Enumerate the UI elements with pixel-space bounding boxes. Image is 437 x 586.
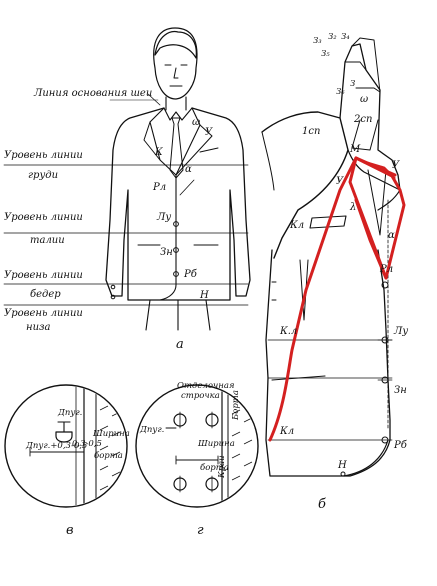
button-marks: [340, 281, 393, 477]
label-v-small: 0,3-0,5: [72, 439, 102, 449]
label-hem-level-1: Уровень линии: [4, 308, 83, 319]
mark-y-left: У: [336, 176, 344, 187]
mark-z2: З₂: [328, 32, 337, 42]
mark-1cn: 1сп: [302, 126, 320, 137]
mark-k: К: [154, 147, 163, 158]
mark-h-b: Н: [337, 460, 347, 471]
label-hem-level-2: низа: [26, 322, 50, 333]
mark-kl-top: Кл: [289, 220, 304, 231]
mark-z4: З₄: [341, 32, 350, 42]
mark-omega: ω: [192, 117, 200, 128]
figure-g-button-layout: Отделочная строчка Дпуг. Ширина борта Кр…: [135, 381, 259, 538]
label-waist-level-2: талии: [30, 235, 65, 246]
label-hip-level-2: бедер: [30, 289, 61, 300]
mark-zn: Зн: [160, 247, 173, 258]
mark-alpha: α: [185, 164, 192, 175]
mark-z6: З₆: [336, 87, 345, 97]
label-v-width-1: Ширина: [92, 429, 130, 439]
mark-m: М: [349, 144, 361, 155]
figure-a-jacket-on-body: Линия основания шеи Уровень линии груди …: [3, 27, 251, 352]
label-g-stitch-2: строчка: [181, 391, 220, 401]
mark-y-top: У: [392, 160, 400, 171]
figure-v-buttonhole-detail: Дпуг. Дпуг.+0,3-0,5 0,3-0,5 Ширина борта…: [4, 384, 130, 538]
mark-ly: Лу: [156, 212, 171, 223]
label-chest-level-2: груди: [28, 170, 58, 181]
caption-v: в: [66, 523, 74, 538]
figure-b-pattern-draft: З₃ З₂ З₄ З₅ З₆ З 1сп 2сп М У У ω λ Кл α …: [261, 32, 408, 512]
label-g-width-1: Ширина: [197, 439, 235, 449]
mark-pl: Рл: [152, 182, 166, 193]
label-hip-level-1: Уровень линии: [4, 270, 83, 281]
label-g-dpug: Дпуг.: [139, 425, 164, 435]
label-chest-level-1: Уровень линии: [4, 150, 83, 161]
caption-a: а: [176, 337, 184, 352]
label-v-width-2: борта: [94, 450, 123, 461]
caption-b: б: [318, 497, 326, 512]
mark-alpha-b: α: [388, 230, 395, 241]
mark-ly-b: Лу: [393, 326, 408, 337]
mark-pb-b: Рб: [393, 440, 408, 451]
mark-omega-b: ω: [360, 94, 368, 105]
mark-lambda: λ: [349, 202, 356, 213]
mark-kl-bot: Кл: [279, 426, 294, 437]
mark-h: Н: [199, 290, 209, 301]
mark-pl-b: Рл: [379, 264, 393, 275]
label-v-formula: Дпуг.+0,3-0,5: [25, 441, 87, 451]
mark-3: З: [350, 79, 355, 89]
label-g-side: Борта: [231, 390, 241, 421]
mark-y: У: [205, 127, 213, 138]
mark-pb: Рб: [183, 269, 198, 280]
label-g-stitch-1: Отделочная: [177, 381, 235, 391]
label-neck-base-line: Линия основания шеи: [33, 88, 152, 99]
caption-g: г: [197, 523, 204, 538]
mark-kl-mid: К.л: [279, 326, 297, 337]
mark-zn-b: Зн: [394, 385, 407, 396]
mark-2cn: 2сп: [353, 114, 372, 125]
red-construction-lines: [268, 156, 406, 442]
mark-z5: З₅: [321, 49, 330, 59]
label-v-dpug: Дпуг.: [57, 408, 82, 418]
label-g-width-2: борта: [200, 462, 229, 473]
label-waist-level-1: Уровень линии: [4, 212, 83, 223]
mark-z3: З₃: [313, 36, 322, 46]
label-g-edge: Край: [217, 455, 227, 479]
